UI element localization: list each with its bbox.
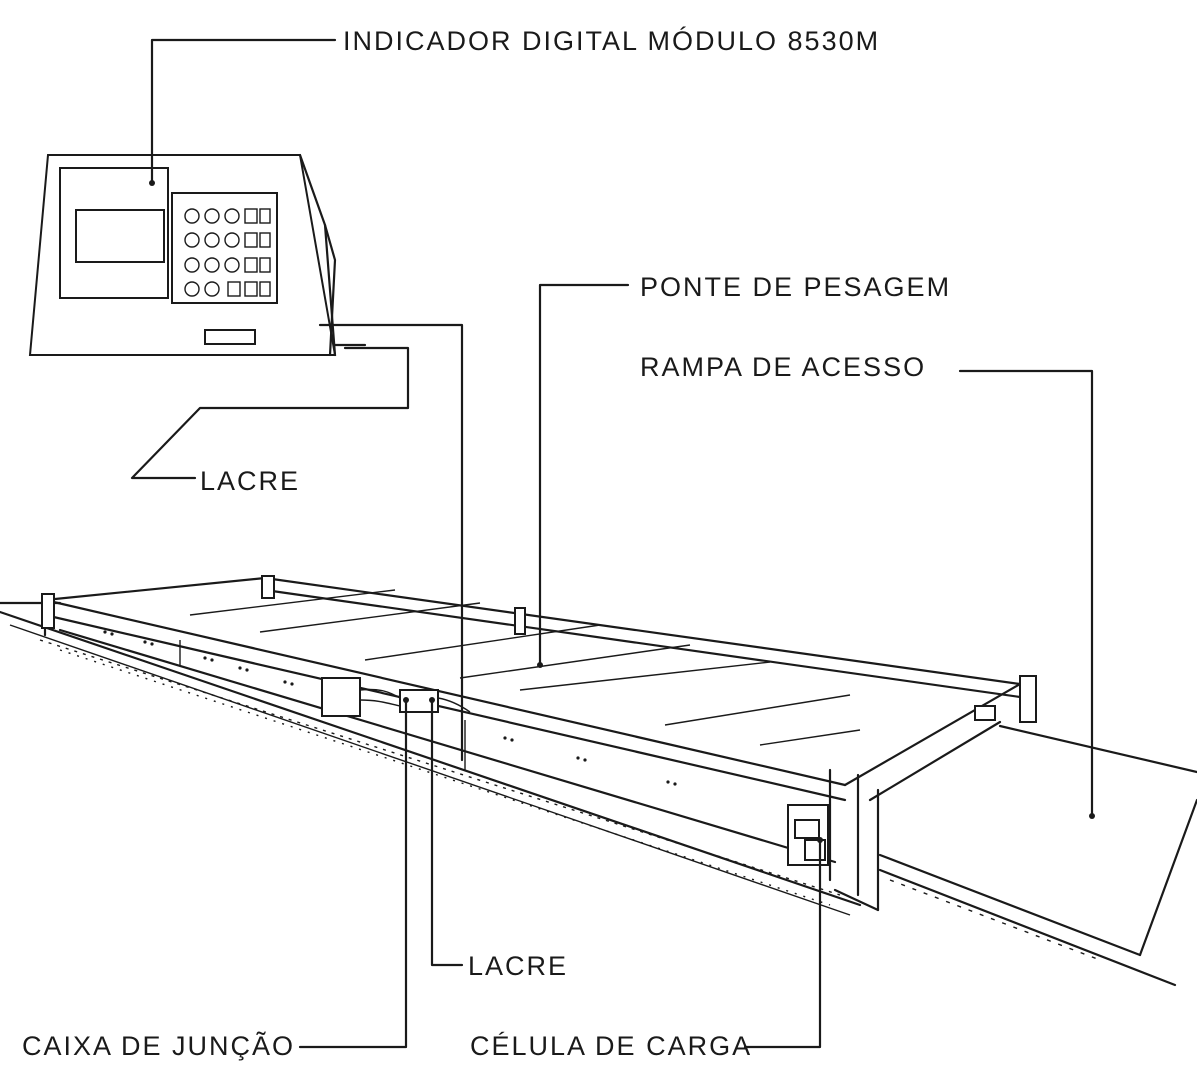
label-ponte-de-pesagem: PONTE DE PESAGEM bbox=[640, 272, 952, 302]
label-lacre-bottom: LACRE bbox=[468, 951, 569, 981]
weighing-platform bbox=[41, 575, 1037, 912]
leader-lines bbox=[130, 38, 1095, 1049]
label-lacre-top: LACRE bbox=[200, 466, 301, 496]
label-rampa-de-acesso: RAMPA DE ACESSO bbox=[640, 352, 927, 382]
keypad-keys bbox=[184, 208, 271, 297]
digital-indicator-drawing bbox=[28, 153, 367, 357]
label-caixa-de-juncao: CAIXA DE JUNÇÃO bbox=[22, 1031, 296, 1061]
label-celula-de-carga: CÉLULA DE CARGA bbox=[470, 1031, 753, 1061]
ground-lines bbox=[0, 601, 1177, 987]
junction-box-shape bbox=[321, 677, 361, 717]
rivet-marks bbox=[103, 630, 677, 786]
label-indicador-digital: INDICADOR DIGITAL MÓDULO 8530M bbox=[343, 26, 881, 56]
access-ramp bbox=[878, 724, 1197, 957]
